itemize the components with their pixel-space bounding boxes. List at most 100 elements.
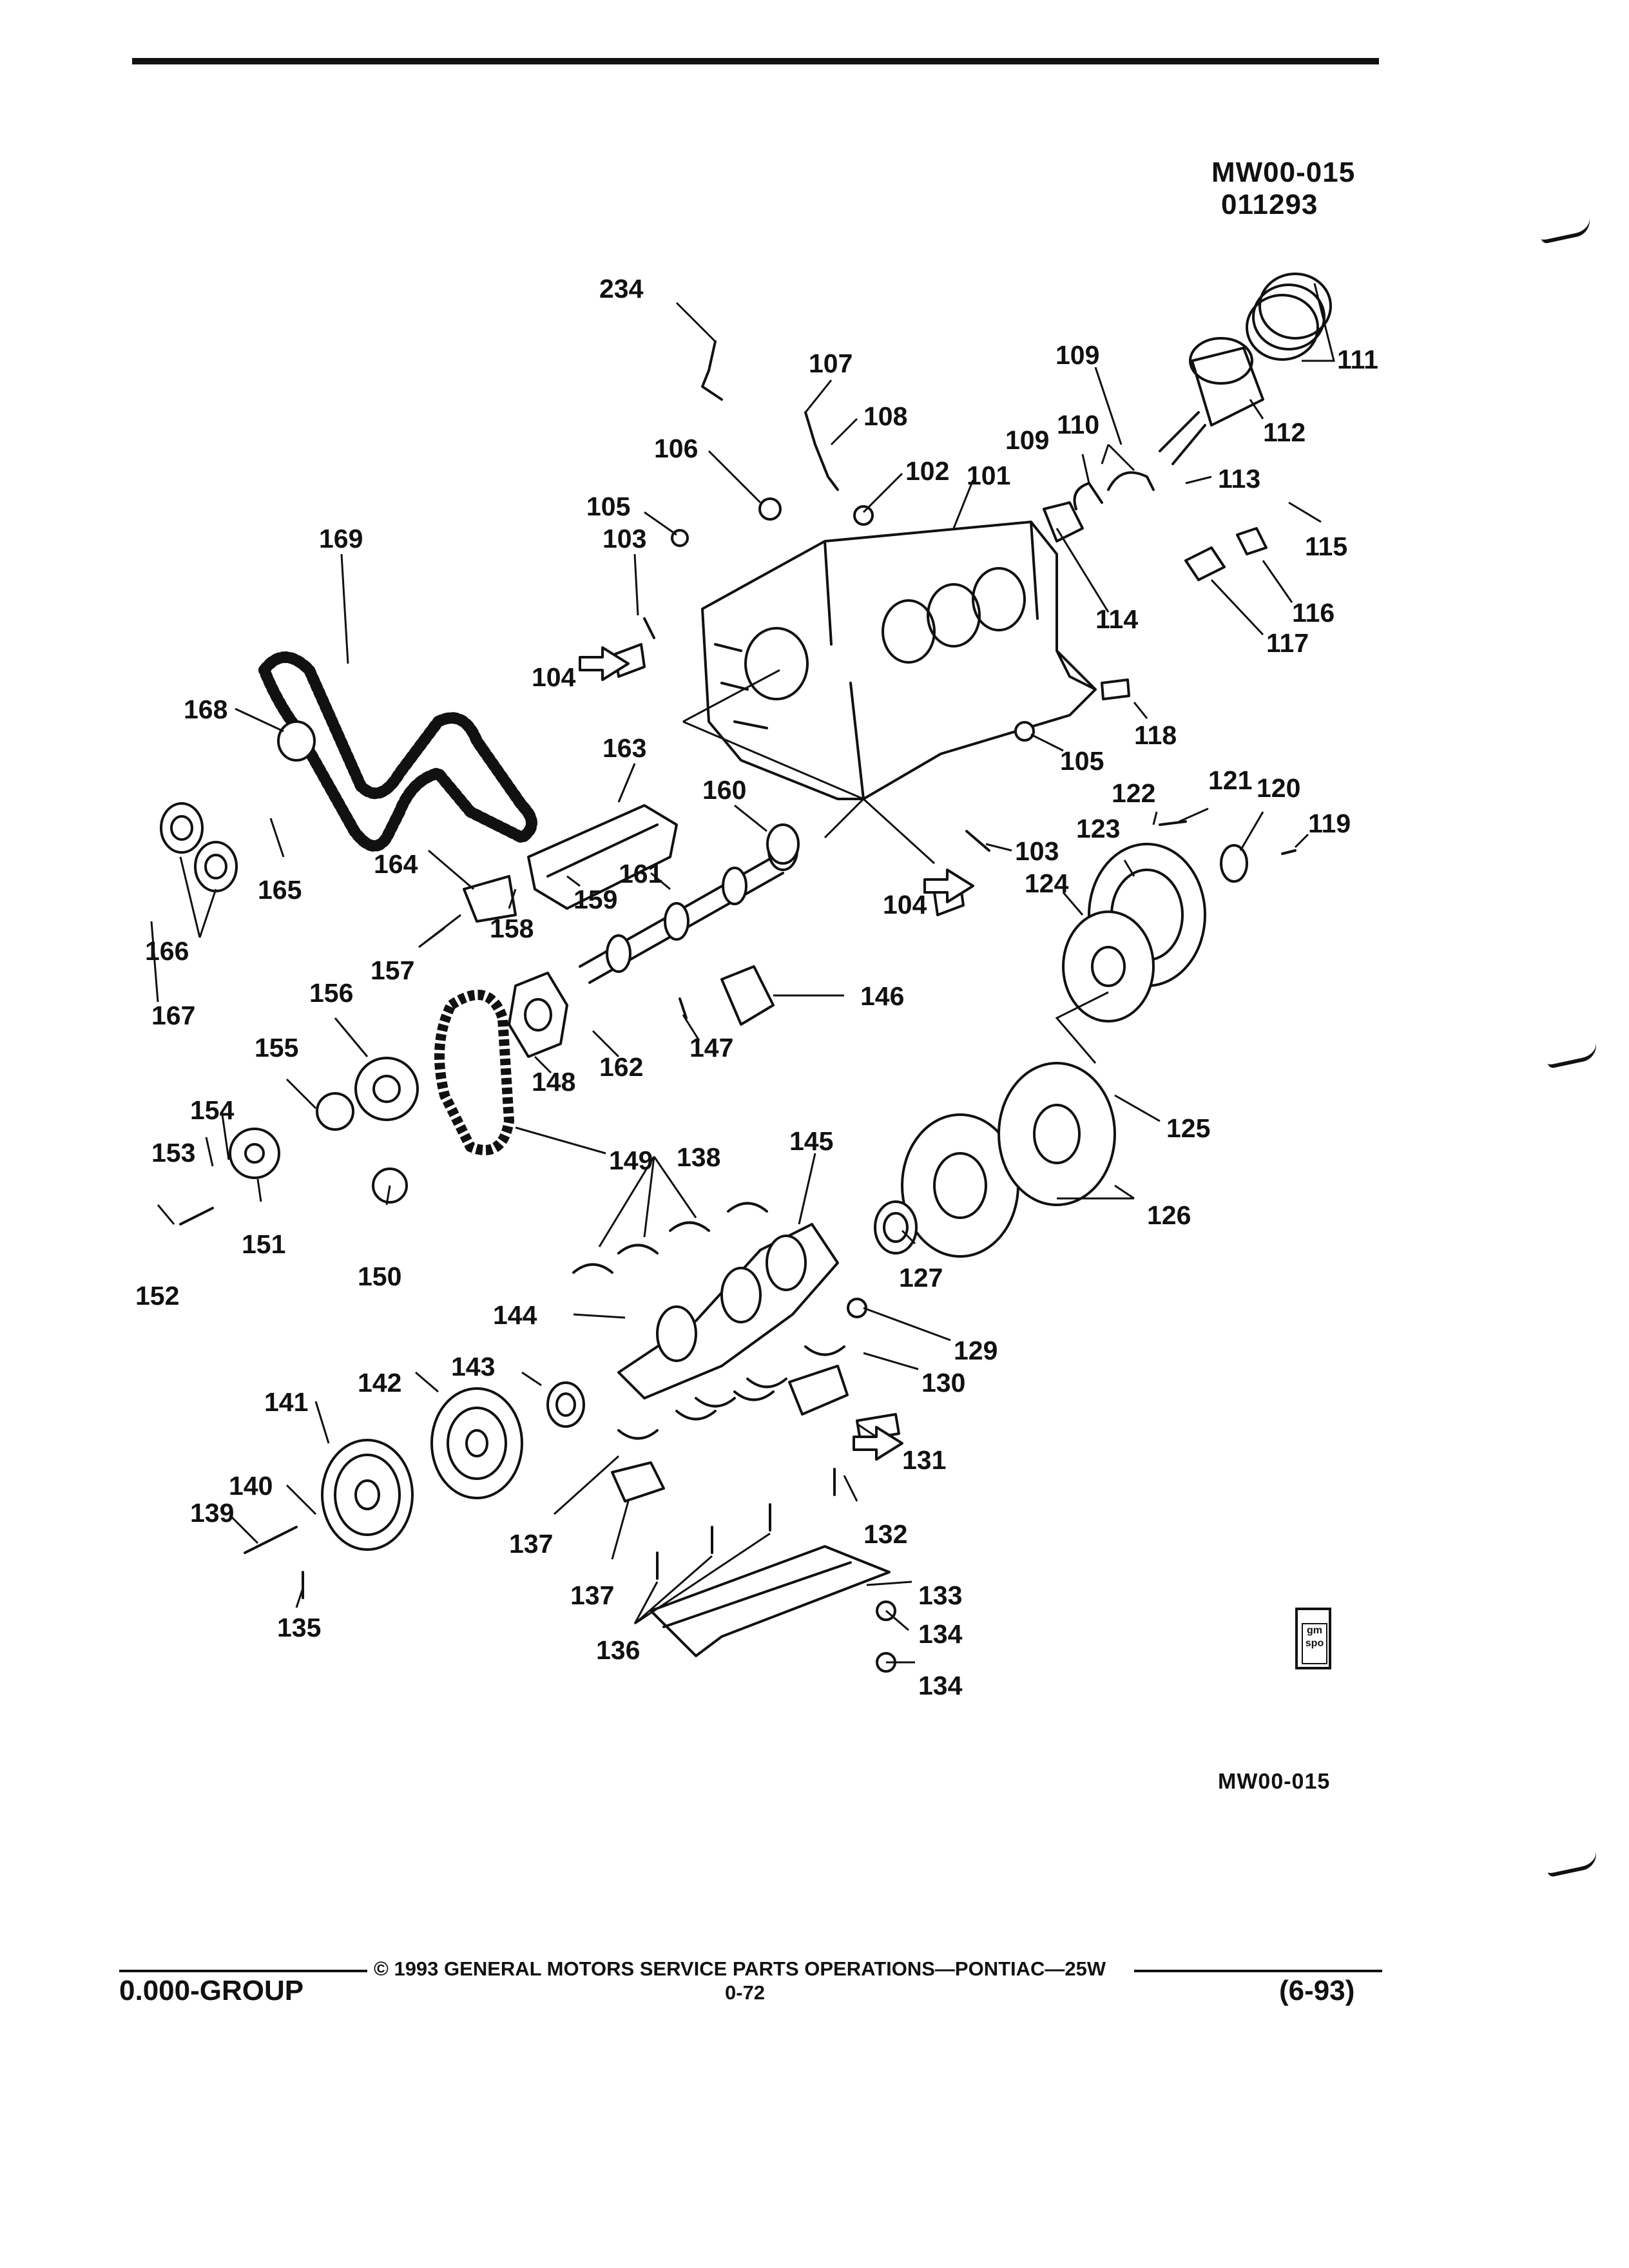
callout-105-mid: 105 [1060,746,1104,776]
callout-150: 150 [358,1262,401,1291]
leader-lines [150,283,1335,1664]
callout-141: 141 [264,1387,308,1417]
callout-138: 135 [277,1613,321,1642]
callout-136: 137 [570,1581,614,1610]
callout-148: 148 [532,1067,575,1097]
callout-166: 166 [145,936,189,966]
callout-147: 147 [689,1033,733,1062]
callout-109-mid: 109 [1005,425,1049,455]
callout-234: 234 [599,274,644,303]
callout-152: 152 [135,1281,179,1311]
callout-142: 142 [358,1368,401,1398]
callout-123: 123 [1076,814,1120,843]
callout-115: 115 [1305,532,1347,561]
callout-163: 163 [602,733,646,763]
crank-pulleys-illustration [321,1381,585,1551]
main-caps-and-pan-illustration [611,1365,891,1657]
callout-155: 155 [255,1033,298,1062]
callout-104-top: 104 [532,662,576,692]
callout-labels: 234 107 108 106 102 101 105 103 169 104 … [135,274,1378,1700]
callout-106: 106 [654,434,698,463]
callout-102: 102 [905,456,949,486]
callout-130: 131 [902,1445,946,1475]
gm-spo-logo: gm spo [1295,1608,1331,1669]
callout-127: 127 [899,1263,943,1293]
callout-167: 167 [151,1001,195,1030]
callout-104-mid: 104 [883,890,927,919]
callout-131: 132 [863,1519,907,1549]
footer-rule-left [119,1970,367,1972]
callout-110: 110 [1057,410,1099,439]
callout-160: 160 [702,775,746,805]
callout-143: 143 [451,1352,495,1381]
direction-arrows [579,646,974,1461]
callout-114: 114 [1095,604,1138,634]
tensioner-pulleys-illustration [160,720,316,892]
sprockets-illustration [229,972,568,1204]
callout-149: 149 [609,1146,653,1175]
callout-161: 161 [619,859,662,889]
callout-140: 140 [229,1471,273,1501]
callout-129: 130 [921,1368,965,1398]
footer-group: 0.000-GROUP [119,1975,304,2006]
date-code-header: 011293 [1221,189,1318,220]
callout-126: 126 [1147,1200,1191,1230]
footer-revision: (6-93) [1279,1975,1355,2006]
callout-125: 125 [1166,1113,1210,1143]
callout-137-top: 138 [677,1142,720,1172]
callout-111: 111 [1337,345,1378,374]
top-rule [132,58,1379,64]
engine-block-illustration [701,521,1097,800]
callout-156: 156 [309,978,353,1008]
callout-139: 139 [190,1498,234,1528]
callout-132: 133 [918,1581,962,1610]
callout-118: 118 [1134,720,1177,750]
callout-153: 153 [151,1138,195,1168]
bearing-shells-illustration [572,1202,845,1440]
callout-122: 122 [1112,778,1155,808]
callout-101: 101 [967,461,1010,490]
callout-134: 134 [918,1671,963,1700]
timing-belt-illustration [258,651,537,852]
callout-165: 165 [258,875,302,905]
callout-119: 119 [1308,809,1351,838]
callout-158: 158 [490,914,534,943]
footer-rule-right [1134,1970,1382,1972]
callout-120: 120 [1257,773,1300,803]
footer-page-number: 0-72 [725,1981,766,2004]
callout-109-top: 109 [1055,340,1099,370]
callout-159: 159 [574,885,617,914]
callout-137-bottom: 137 [509,1529,553,1559]
figure-code-header: MW00-015 [1211,157,1356,188]
callout-128: 129 [954,1336,998,1365]
callout-103-mid: 103 [1015,836,1059,866]
callout-112: 112 [1263,418,1306,447]
callout-103-top: 103 [602,524,646,553]
callout-107: 107 [809,349,853,378]
callout-169: 169 [319,524,363,553]
callout-121: 121 [1208,765,1252,795]
cam-housing-illustration [463,804,800,923]
gm-spo-logo-text: gm spo [1302,1623,1327,1664]
callout-144: 144 [493,1300,537,1330]
callout-133: 134 [918,1619,963,1649]
callout-162: 162 [599,1052,643,1082]
footer-copyright: © 1993 GENERAL MOTORS SERVICE PARTS OPER… [374,1957,1106,1980]
timing-chain-illustration [434,990,514,1155]
callout-164: 164 [374,849,418,879]
callout-151: 151 [242,1229,285,1259]
piston-assembly-illustration [1043,273,1332,581]
callout-108: 108 [863,401,907,431]
callout-116: 116 [1292,598,1335,628]
callout-145: 145 [789,1126,833,1156]
figure-code-footer: MW00-015 [1218,1769,1331,1794]
callout-154: 154 [190,1095,235,1125]
callout-135: 136 [596,1635,640,1665]
crankshaft-illustration [617,1223,839,1399]
callout-117: 117 [1266,628,1309,658]
callout-146: 146 [860,981,904,1011]
callout-168: 168 [184,695,227,724]
callout-105-top: 105 [586,492,630,521]
flywheel-clutch-illustration [874,843,1248,1258]
